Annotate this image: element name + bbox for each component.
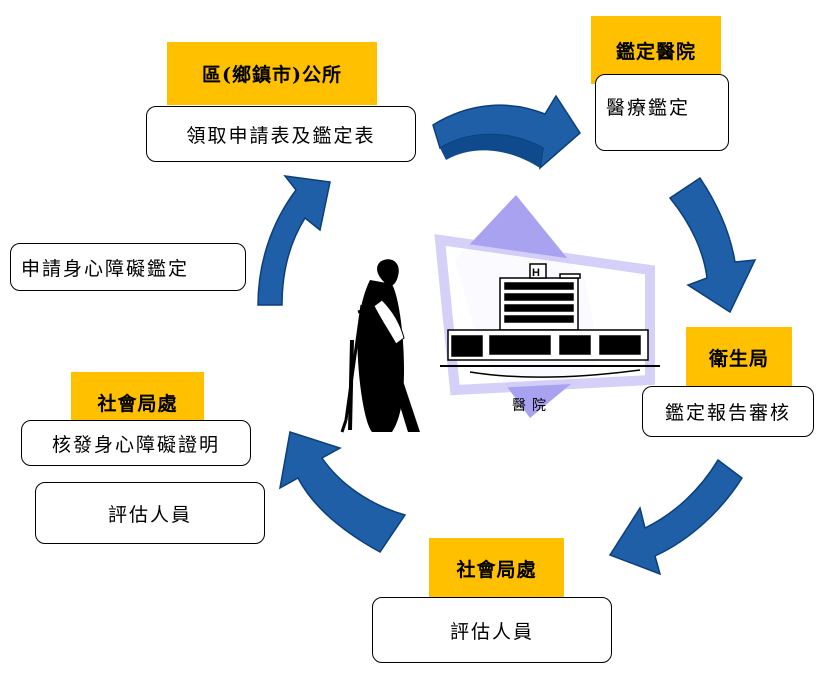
social-bureau-bottom-box: 評估人員 (372, 597, 612, 663)
hospital-sign-letter: H (532, 267, 540, 279)
hospital-building-icon (440, 263, 660, 378)
hospital-caption: 醫院 (512, 398, 552, 414)
hospital-box: 醫療鑑定 (595, 74, 729, 151)
curved-arrow-icon (257, 175, 331, 306)
social-bureau-bottom-label: 社會局處 (429, 538, 564, 598)
curved-arrow-icon (608, 458, 744, 576)
district-office-box: 領取申請表及鑑定表 (146, 106, 416, 162)
certificate-issue-box: 核發身心障礙證明 (21, 420, 251, 466)
curved-arrow-icon (668, 176, 757, 314)
hospital-label: 鑑定醫院 (591, 16, 721, 84)
apply-box: 申請身心障礙鑑定 (10, 243, 246, 291)
health-bureau-label: 衛生局 (686, 327, 792, 387)
district-office-label: 區(鄉鎮市)公所 (167, 42, 377, 105)
assessor-box-left: 評估人員 (35, 482, 265, 544)
curved-arrow-icon (432, 94, 581, 170)
health-bureau-box: 鑑定報告審核 (642, 386, 814, 437)
curved-arrow-icon (278, 431, 407, 553)
person-with-crutch-icon (340, 259, 420, 433)
